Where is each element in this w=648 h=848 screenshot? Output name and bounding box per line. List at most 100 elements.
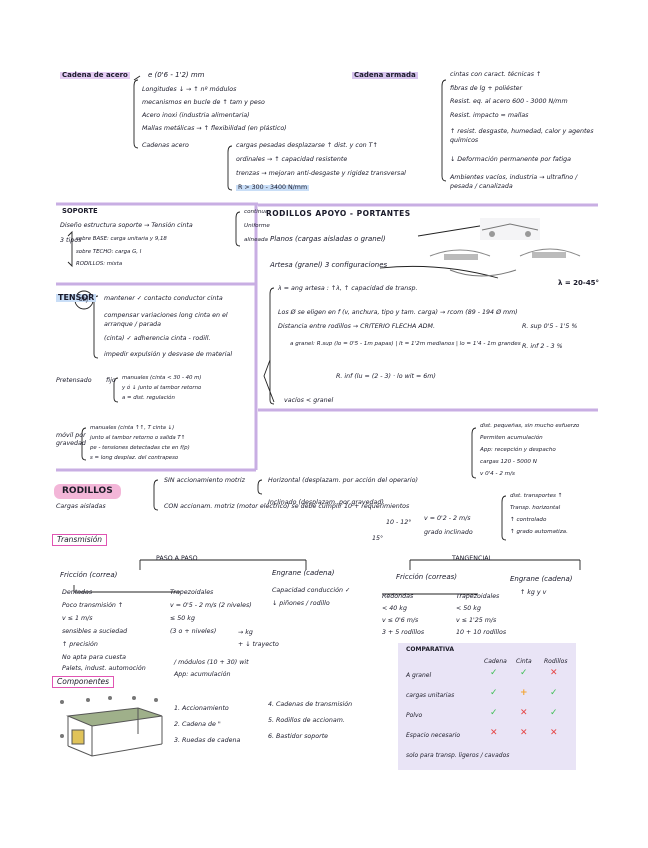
check-icon: ✓ [490,709,498,718]
rodillos-grado: grado inclinado [424,530,473,536]
rodillos-con: CON accionam. motriz (motor eléctrico) s… [164,504,409,510]
trapezoidales-item: Trapezoidales [170,590,213,596]
cadena-armada-title: Cadena armada [352,72,418,79]
tensor-movil-item: pe - tensiones detectadas cte en f(p) [90,446,190,451]
tensor-pretensado: Pretensado [56,378,92,384]
dentadas-item: ↑ precisión [62,642,98,648]
cadena-acero-sub: trenzas → mejoran anti-desgaste y rigide… [236,171,406,177]
tensor-movil-item: junto al tambor retorno o salida T↑ [90,436,185,441]
comparativa-title: COMPARATIVA [406,647,454,653]
soporte-right: alineada [244,238,268,244]
tensor-item: compensar variaciones long cinta en el a… [104,311,254,330]
rodillos-sub: Cargas aisladas [56,504,106,510]
redondas-item: Redondas [382,594,413,600]
cadena-acero-espesor: e (0'6 - 1'2) mm [148,72,205,79]
rodillos-con-right: dist. transportes ↑ [510,494,562,500]
rodillos-lambda: λ = ang artesa : ↑λ, ↑ capacidad de tran… [278,286,418,292]
cadena-acero-row: Longitudes ↓ → ↑ nº módulos [142,87,236,93]
cadena-armada-row: cintas con caract. técnicas ↑ [450,72,541,78]
componente-item: 3. Ruedas de cadena [174,738,240,744]
rodillos-rinf: R. inf 2 - 3 % [522,344,563,350]
trapezoidales-item: + ↓ trayecto [238,642,279,648]
check-icon: ✓ [490,669,498,678]
transmision-title: Transmisión [52,534,107,546]
dentadas-item: Poco transmisión ↑ [62,603,123,609]
trapezoidales-item: ≤ 50 kg [170,616,195,622]
trapez-t-item: Trapezoidales [456,594,499,600]
tensor-title: TENSOR [56,294,96,302]
cadena-armada-row: Ambientes vacíos, industria → ultrafino … [450,174,600,192]
tensor-item: impedir expulsión y desvase de material [104,350,254,359]
rodillos-sin: SIN accionamiento motriz [164,478,245,484]
conveyor-illustration [58,696,168,758]
cadena-acero-resistencia: R > 300 - 3400 N/mm [236,185,309,191]
componente-item: 5. Rodillos de accionam. [268,718,345,724]
dentadas-item: v ≤ 1 m/s [62,616,93,622]
cross-icon: ✕ [520,709,528,718]
trapez-t-item: v ≤ 1'25 m/s [456,618,496,624]
comparativa-row-label: solo para transp. ligeros / cavados [406,753,509,759]
transmision-paso: PASO A PASO [156,556,198,562]
soporte-line1: Diseño estructura soporte → Tensión cint… [60,223,193,229]
rodillos-horiz-right: v 0'4 - 2 m/s [480,472,515,478]
comparativa-row-label: Espacio necesario [406,733,460,739]
dentadas-item: sensibles a suciedad [62,629,127,635]
check-icon: ✓ [490,689,498,698]
plus-icon: + [520,689,528,698]
rodillos-granel: a granel: R.sup (lo = 0'5 - 1m papas) | … [290,342,521,348]
cadena-armada-row: fibras de lg + poliéster [450,86,522,92]
tangencial-engrane: Engrane (cadena) [510,576,573,583]
engranaje-item: Capacidad conducción ✓ [272,588,350,594]
rodillos-planos: Planos (cargas aisladas o granel) [270,236,386,243]
componentes-title: Componentes [52,676,114,688]
trapezoidales-item: v = 0'5 - 2 m/s (2 niveles) [170,603,252,609]
tensor-movil-item: manuales (cinta ↑↑, T cinta ↓) [90,426,174,431]
cross-icon: ✕ [550,729,558,738]
rodillos-apoyo-title: RODILLOS APOYO - PORTANTES [264,210,413,218]
transmision-app: App: acumulación [174,672,231,678]
cadena-armada-row: ↑ resist. desgaste, humedad, calor y age… [450,127,600,146]
rodillos-angle: 15° [372,536,383,542]
tensor-item: mantener ✓ contacto conductor cinta [104,296,223,302]
rodillos-rinf2: R. inf (lu = (2 - 3) · lo wit = 6m) [336,374,436,380]
rodillos-vacios: vacíos < granel [284,398,333,404]
soporte-tipo: RODILLOS: mixta [76,262,122,267]
componente-item: 4. Cadenas de transmisión [268,702,352,708]
cadena-armada-row: Resist. impacto ≈ mallas [450,113,528,119]
redondas-item: 3 + 5 rodillos [382,630,424,636]
transmision-engranaje: Engrane (cadena) [272,570,335,577]
transmision-modulos: / módulos (10 + 30) wit [174,660,249,666]
dentadas-item: Dentadas [62,590,92,596]
trapez-t-item: < 50 kg [456,606,481,612]
cadena-acero-row: Acero inoxi (industria alimentaria) [142,113,250,119]
rodillos-horizontal: Horizontal (desplazam. por acción del op… [268,478,418,484]
rodillos-horiz-right: Permiten acumulación [480,436,543,442]
tensor-fijo: fijo [106,378,116,384]
soporte-tipo: sobre TECHO: carga G, I [76,250,141,255]
cross-icon: ✕ [520,729,528,738]
rodillos-angle: 10 - 12° [386,520,411,526]
soporte-right: Uniforme [244,224,270,230]
transmision-tangencial: TANGENCIAL [452,556,492,562]
redondas-item: v ≤ 0'6 m/s [382,618,418,624]
tangencial-engrane-item: ↑ kg y v [520,590,546,596]
dentadas-item: No apta para cuesta [62,655,126,661]
rodillos-con-right: ↑ grado automatiza. [510,530,568,536]
rodillos-con-right: ↑ controlado [510,518,546,524]
check-icon: ✓ [550,709,558,718]
comparativa-header: Rodillos [544,659,567,665]
tensor-movil-item: s = long desplaz. del contrapeso [90,456,178,461]
trapez-t-item: 10 + 10 rodillos [456,630,506,636]
check-icon: ✓ [520,669,528,678]
componente-item: 2. Cadena de " [174,722,221,728]
componente-item: 1. Accionamiento [174,706,229,712]
cadena-acero-row: Mallas metálicas → ↑ flexibilidad (en pl… [142,126,287,132]
cadena-acero-sub: cargas pesadas desplazarse ↑ dist. y con… [236,143,378,149]
soporte-tipo: sobre BASE: carga unitaria y 9,18 [76,237,167,242]
rodillos-title: RODILLOS [54,484,121,499]
tensor-fijo-item: manuales (cinta < 30 - 40 m) [122,376,202,381]
transmision-friccion: Fricción (correa) [60,572,117,579]
rodillos-vel: v = 0'2 - 2 m/s [424,516,471,522]
rodillos-rsup: R. sup 0'5 - 1'5 % [522,324,577,330]
trapezoidales-item: → kg [238,630,253,636]
